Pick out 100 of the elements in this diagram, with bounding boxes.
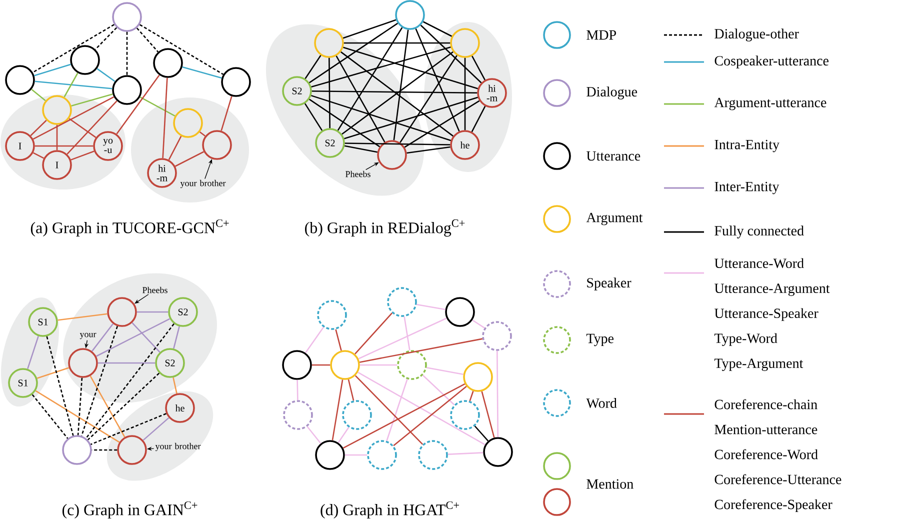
- graph-node: [395, 0, 425, 30]
- graph-edge: [420, 24, 482, 84]
- graph-edge: [344, 145, 378, 153]
- graph-edge: [92, 449, 118, 451]
- graph-edge: [404, 100, 480, 148]
- graph-edge: [199, 132, 206, 137]
- graph-edge: [343, 46, 478, 90]
- graph-edge: [311, 94, 452, 142]
- graph-edge: [400, 55, 458, 143]
- graph-node: [367, 440, 397, 470]
- graph-edge: [354, 375, 424, 445]
- graph-edge: [71, 93, 113, 107]
- subfigure-caption: (a) Graph in TUCORE-GCN$^{C+}$: [30, 219, 229, 237]
- graph-edge: [471, 106, 486, 132]
- graph-edge: [46, 336, 74, 436]
- graph-edge: [94, 27, 118, 50]
- entity-cluster: [1, 298, 59, 407]
- graph-edge: [32, 152, 44, 159]
- graph-edge: [337, 27, 403, 131]
- graph-edge: [472, 56, 486, 80]
- graph-node: I: [42, 150, 72, 180]
- graph-edge: [309, 22, 398, 84]
- subfigure-caption: (b) Graph in REDialog$^{C+}$: [305, 219, 465, 237]
- graph-edge: [342, 19, 396, 39]
- graph-edge: [81, 326, 118, 436]
- graph-node: [387, 287, 417, 317]
- graph-edge: [336, 56, 386, 142]
- graph-edge: [68, 118, 96, 138]
- graph-edge: [469, 390, 474, 402]
- graph-edge: [311, 46, 451, 88]
- graph-edge: [30, 120, 47, 136]
- graph-edge: [220, 96, 232, 131]
- graph-edge: [32, 394, 68, 439]
- graph-node: [173, 108, 203, 138]
- graph-edge: [358, 372, 486, 446]
- graph-edge: [90, 413, 166, 445]
- graph-node: [283, 400, 313, 430]
- graph-node: [342, 400, 372, 430]
- graph-edge: [358, 318, 447, 360]
- graph-edge: [328, 58, 330, 128]
- entity-cluster: [131, 98, 249, 202]
- graph-edge: [304, 55, 322, 79]
- graph-node: [62, 435, 92, 465]
- graph-node: [314, 28, 344, 58]
- entity-cluster: [0, 94, 126, 190]
- annotation-text: your brother: [155, 442, 201, 452]
- graph-edge: [305, 326, 324, 354]
- graph-node: [450, 28, 480, 58]
- graph-edge: [98, 362, 156, 364]
- graph-edge: [58, 313, 108, 321]
- graph-edge: [393, 386, 467, 446]
- graph-node: S1: [8, 368, 38, 398]
- annotation-text: Pheebs: [142, 286, 168, 294]
- graph-edge: [136, 28, 159, 52]
- subfigure-caption: (d) Graph in HGAT$^{C+}$: [320, 501, 459, 519]
- graph-edge: [474, 426, 489, 442]
- graph-node: [107, 297, 137, 327]
- graph-edge: [34, 80, 112, 90]
- graph-node: hi -m: [477, 78, 507, 108]
- graph-node: [418, 440, 448, 470]
- graph-node: [450, 400, 480, 430]
- legend-label: Mention: [586, 479, 634, 489]
- legend-label: Dialogue: [586, 86, 638, 100]
- graph-edge: [66, 100, 118, 155]
- annotation-text: Pheebs: [346, 170, 370, 178]
- graph-edge: [448, 452, 484, 455]
- legend-label: Dialogue-other: [714, 28, 799, 42]
- graph-edge: [87, 372, 160, 440]
- graph-node: [221, 67, 251, 97]
- legend-label: Fully connected: [714, 226, 804, 238]
- legend-label: Argument: [586, 212, 643, 226]
- legend-label: MDP: [586, 30, 616, 40]
- annotation-text: your brother: [180, 180, 226, 188]
- graph-node: [463, 362, 493, 392]
- graph-edge: [34, 145, 94, 147]
- graph-edge: [386, 378, 408, 442]
- graph-edge: [168, 136, 182, 160]
- graph-edge: [354, 312, 392, 354]
- graph-edge: [32, 24, 114, 73]
- graph-edge: [172, 377, 178, 394]
- graph-node: he: [450, 130, 480, 160]
- graph-edge: [344, 42, 450, 44]
- graph-edge: [96, 318, 170, 357]
- graph-edge: [27, 336, 39, 370]
- graph-edge: [332, 380, 344, 440]
- graph-edge: [174, 151, 204, 167]
- legend-label: Coreference-chain Mention-utterance Coreference-Word Coreference-Utterance Coreference-Speaker: [714, 399, 842, 512]
- graph-edge: [306, 426, 322, 444]
- graph-edge: [360, 338, 482, 363]
- graph-edge: [56, 124, 58, 150]
- graph-node: [5, 65, 35, 95]
- graph-edge: [64, 72, 78, 98]
- graph-edge: [162, 78, 168, 158]
- graph-node: [377, 140, 407, 170]
- legend-label: Utterance-Word Utterance-Argument Utterance-Speaker Type-Word Type-Argument: [714, 258, 830, 371]
- graph-node: [483, 437, 513, 467]
- graph-edge: [342, 383, 466, 449]
- graph-edge: [426, 367, 464, 375]
- graph-edge: [142, 417, 170, 441]
- graph-edge: [348, 379, 354, 401]
